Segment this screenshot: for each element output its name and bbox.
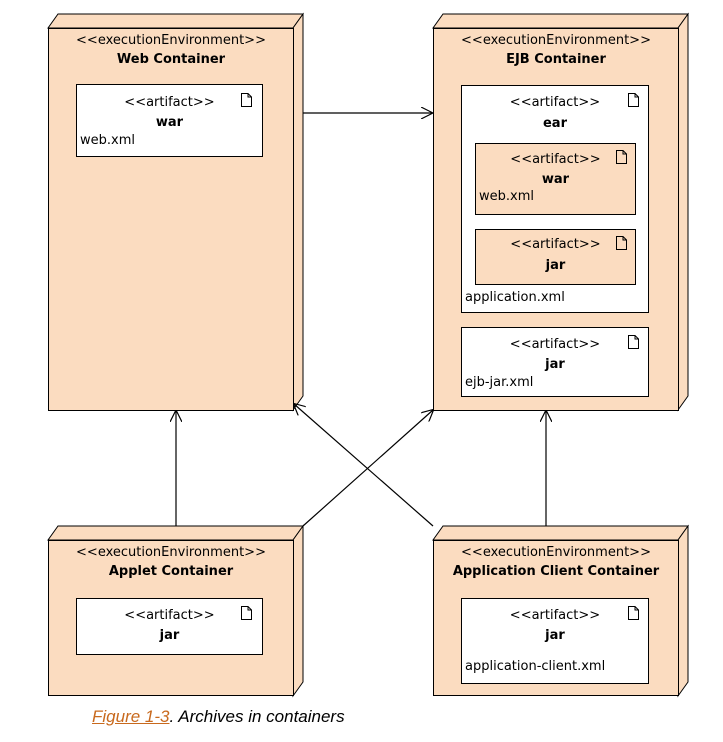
web-container-stereotype: <<executionEnvironment>> (76, 33, 266, 48)
artifact-stereotype: <<artifact>> (509, 95, 601, 110)
ejb-jar-artifact: <<artifact>> jar (475, 229, 636, 285)
artifact-name: jar (545, 357, 565, 372)
artifact-name: jar (545, 258, 566, 273)
appclient-container-node: <<executionEnvironment>> Application Cli… (433, 540, 679, 696)
artifact-stereotype: <<artifact>> (510, 152, 601, 167)
artifact-stereotype: <<artifact>> (509, 337, 601, 352)
applet-container-title: Applet Container (108, 564, 234, 579)
document-icon (241, 93, 252, 107)
ejb-container-3d (432, 12, 689, 412)
document-icon (241, 606, 252, 620)
document-icon (628, 335, 639, 349)
artifact-file: application.xml (465, 290, 565, 305)
ejb-war-artifact: <<artifact>> war web.xml (475, 143, 636, 215)
artifact-stereotype: <<artifact>> (509, 608, 601, 623)
artifact-name: jar (545, 628, 565, 643)
caption-text: . Archives in containers (169, 707, 345, 726)
applet-container-node: <<executionEnvironment>> Applet Containe… (48, 540, 294, 696)
applet-jar-artifact: <<artifact>> jar (76, 598, 263, 655)
ejb-jar-standalone-artifact: <<artifact>> jar ejb-jar.xml (461, 327, 649, 397)
applet-container-stereotype: <<executionEnvironment>> (76, 545, 266, 560)
artifact-name: ear (542, 116, 567, 131)
web-container-title: Web Container (116, 52, 226, 67)
arrow-applet-to-ejb (302, 410, 433, 527)
artifact-stereotype: <<artifact>> (124, 608, 215, 623)
appclient-jar-artifact: <<artifact>> jar application-client.xml (461, 598, 649, 684)
ejb-container-title: EJB Container (506, 52, 606, 67)
figure-reference-link[interactable]: Figure 1-3 (92, 707, 170, 726)
appclient-container-3d (432, 524, 689, 698)
artifact-stereotype: <<artifact>> (124, 95, 215, 110)
artifact-file: web.xml (80, 133, 135, 148)
document-icon (616, 236, 627, 250)
appclient-container-title: Application Client Container (452, 564, 660, 579)
artifact-name: jar (159, 628, 180, 643)
figure-caption: Figure 1-3. Archives in containers (92, 707, 345, 727)
ejb-container-node: <<executionEnvironment>> EJB Container <… (433, 28, 679, 411)
document-icon (616, 150, 627, 164)
ejb-ear-artifact: <<artifact>> ear <<artifact>> war web.xm… (461, 85, 649, 313)
web-war-artifact: <<artifact>> war web.xml (76, 84, 263, 157)
web-container-node: <<executionEnvironment>> Web Container <… (48, 28, 294, 411)
document-icon (628, 606, 639, 620)
artifact-file: application-client.xml (465, 659, 606, 674)
arrow-appclient-to-web (294, 404, 434, 527)
document-icon (628, 93, 639, 107)
artifact-stereotype: <<artifact>> (510, 237, 601, 252)
artifact-file: web.xml (479, 189, 534, 204)
artifact-name: war (541, 172, 570, 187)
appclient-container-stereotype: <<executionEnvironment>> (461, 545, 651, 560)
artifact-name: war (155, 115, 184, 130)
ejb-container-stereotype: <<executionEnvironment>> (461, 33, 651, 48)
artifact-file: ejb-jar.xml (465, 375, 534, 390)
